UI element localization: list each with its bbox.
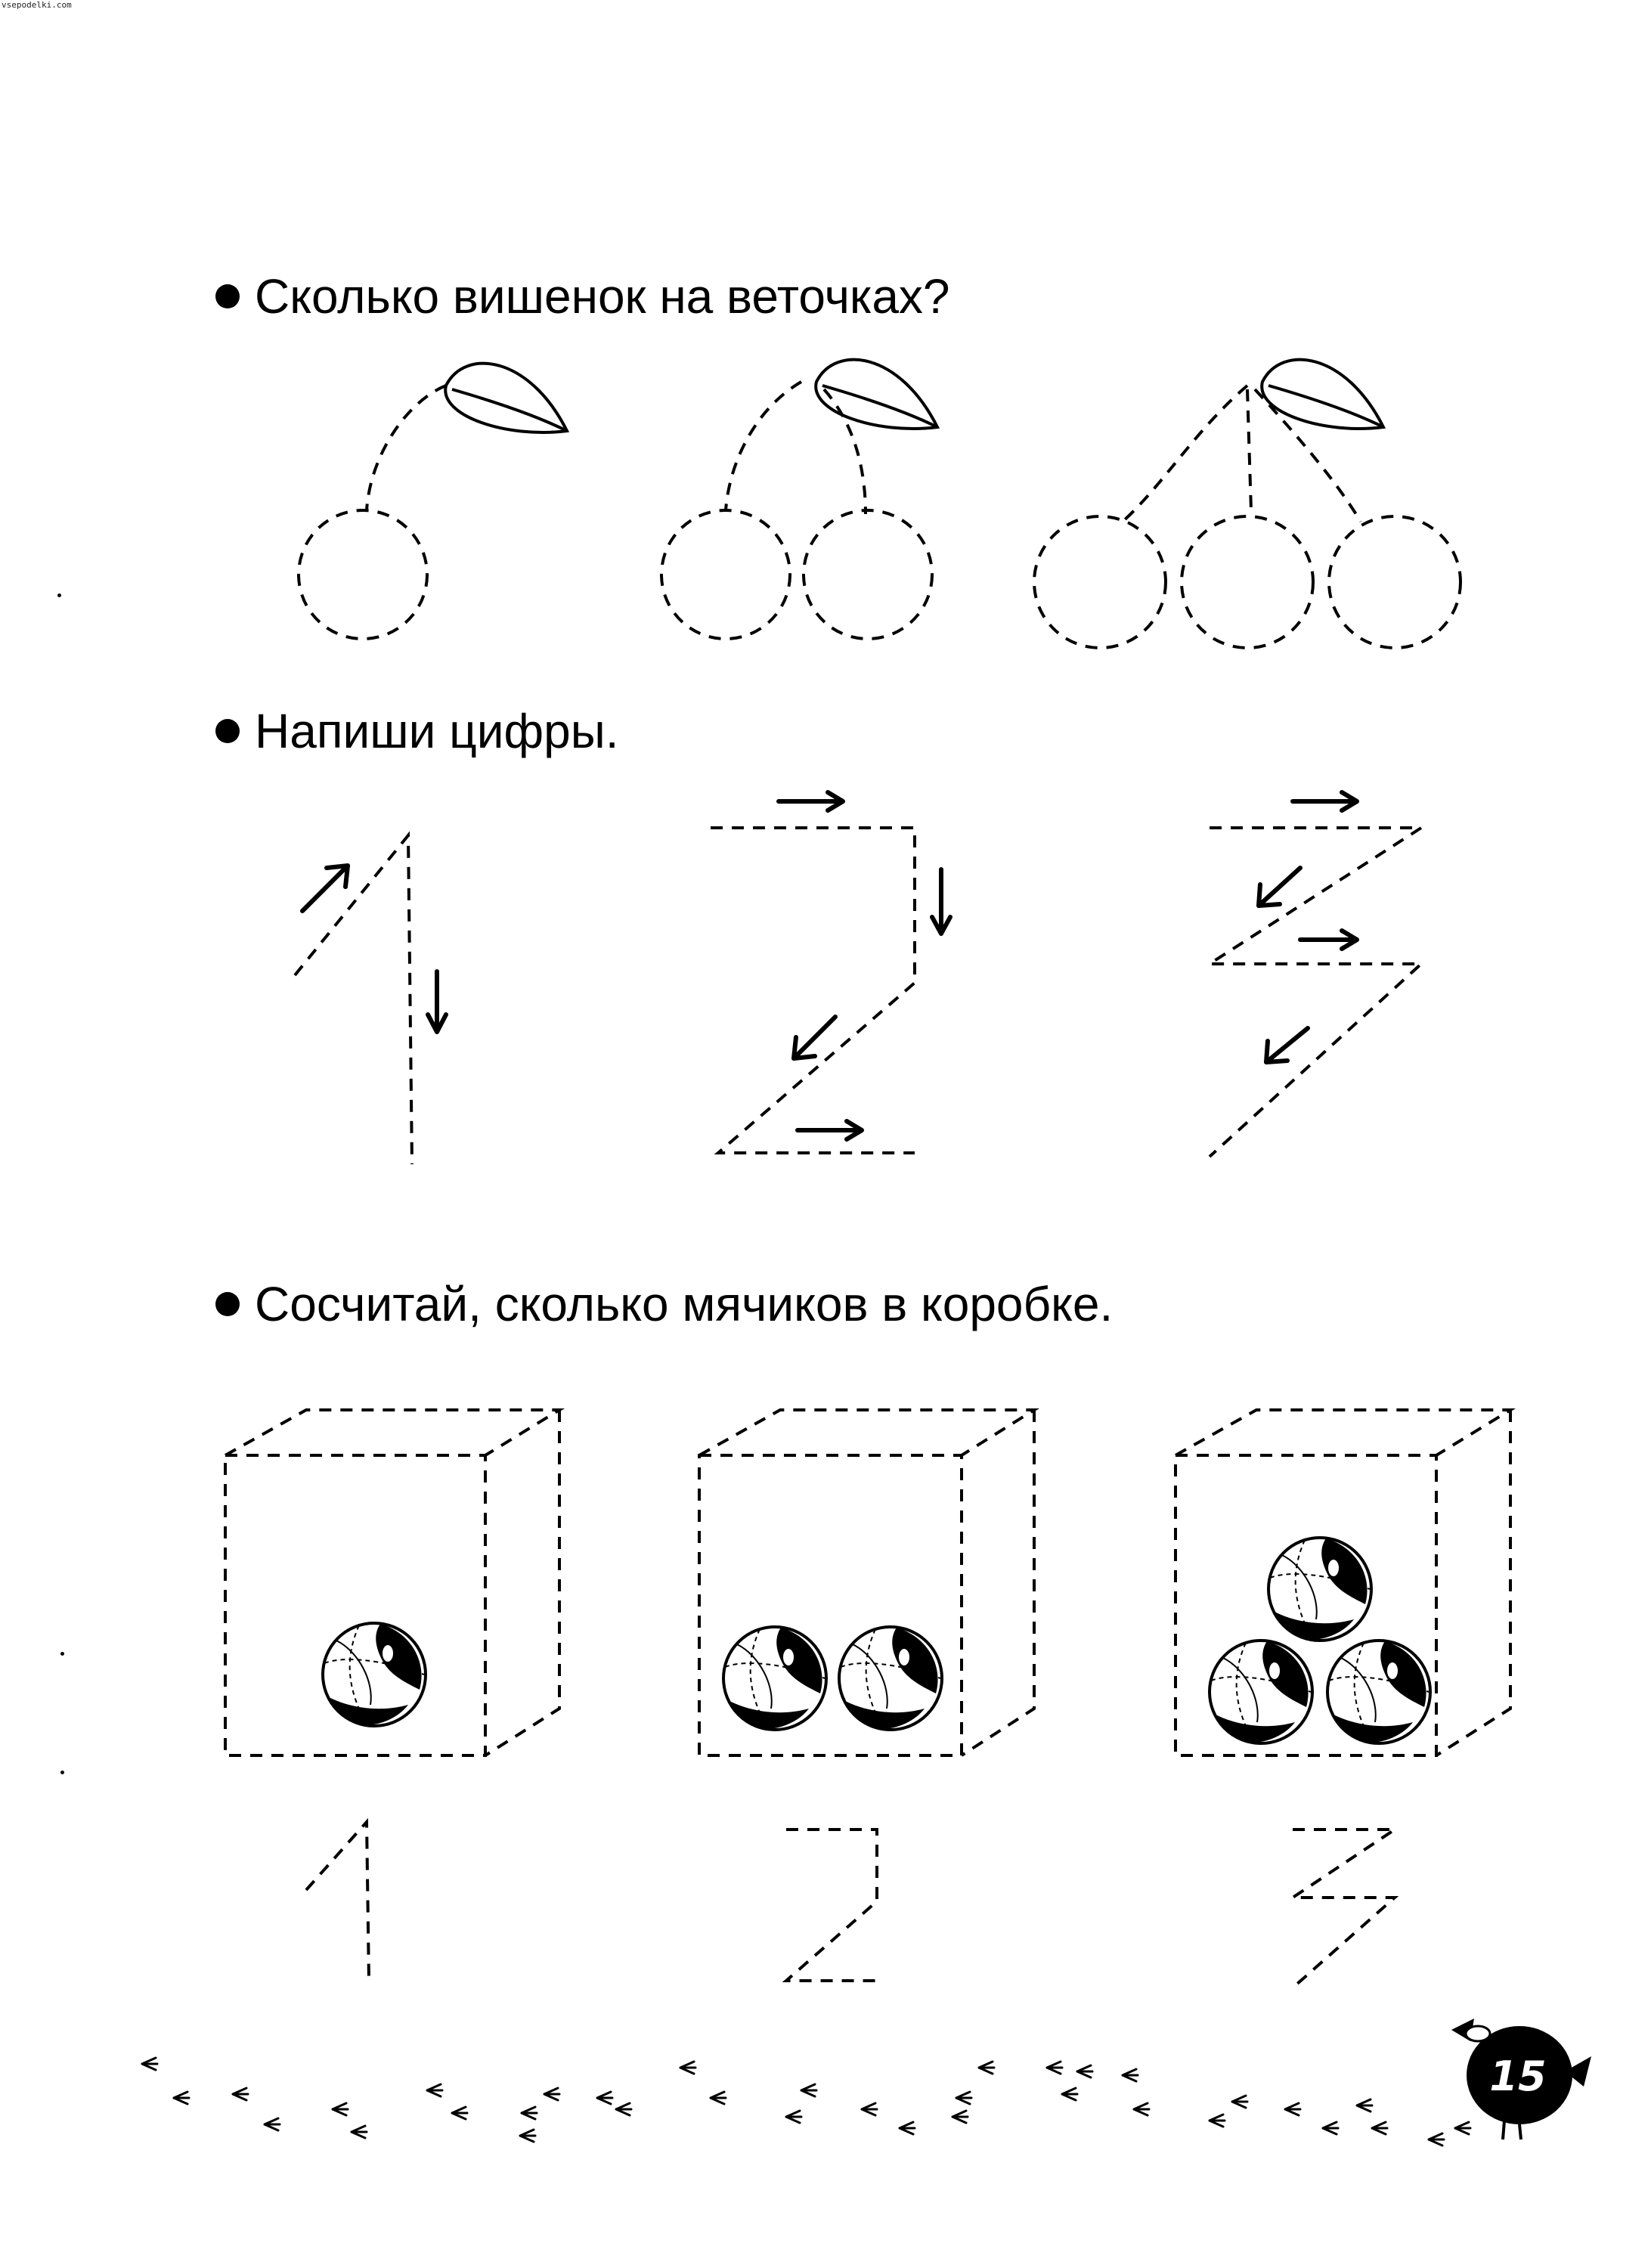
task-balls: Сосчитай, сколько мячиков в коробке. (215, 1276, 1113, 1332)
stroke-arrow-icon (300, 863, 350, 913)
task-cherries-text: Сколько вишенок на веточках? (255, 269, 950, 324)
task-digits-text: Напиши цифры. (255, 704, 619, 758)
stroke-arrow-icon (795, 1119, 864, 1142)
stroke-arrow-icon (426, 969, 448, 1034)
stroke-arrow-icon (1290, 790, 1359, 813)
scan-speck (57, 593, 61, 597)
cherry-branch-three (1033, 358, 1462, 649)
stroke-arrow-icon (776, 790, 845, 813)
cherry-branch-two (660, 358, 939, 640)
trace-digit-three (1204, 790, 1426, 1158)
scan-speck (60, 1771, 64, 1774)
site-watermark: vsepodelki.com (2, 0, 72, 10)
task-cherries: Сколько вишенок на веточках? (215, 268, 950, 324)
page-number: 15 (1489, 2053, 1546, 2100)
trace-digit-one (293, 831, 448, 1165)
bullet-dot-icon (215, 719, 240, 743)
stroke-arrow-icon (1264, 1026, 1310, 1064)
scan-speck (60, 1652, 64, 1656)
stroke-arrow-icon (1298, 928, 1359, 951)
footprint-trail (141, 2056, 1472, 2147)
bird-mascot-icon: 15 (1451, 2019, 1591, 2140)
ball-box-one (224, 1408, 565, 1757)
ball-box-two (698, 1408, 1039, 1757)
ball-box-three (1174, 1408, 1516, 1757)
task-digits: Напиши цифры. (215, 703, 619, 759)
small-trace-three (1287, 1828, 1400, 1986)
small-trace-one (305, 1817, 370, 1981)
task-balls-text: Сосчитай, сколько мячиков в коробке. (255, 1277, 1114, 1331)
bullet-dot-icon (215, 284, 240, 308)
stroke-arrow-icon (791, 1015, 838, 1061)
small-trace-two (782, 1828, 878, 1982)
trace-digit-two (711, 790, 952, 1154)
stroke-arrow-icon (1256, 866, 1303, 908)
bullet-dot-icon (215, 1292, 240, 1316)
cherry-branch-one (297, 361, 568, 640)
stroke-arrow-icon (930, 867, 952, 936)
